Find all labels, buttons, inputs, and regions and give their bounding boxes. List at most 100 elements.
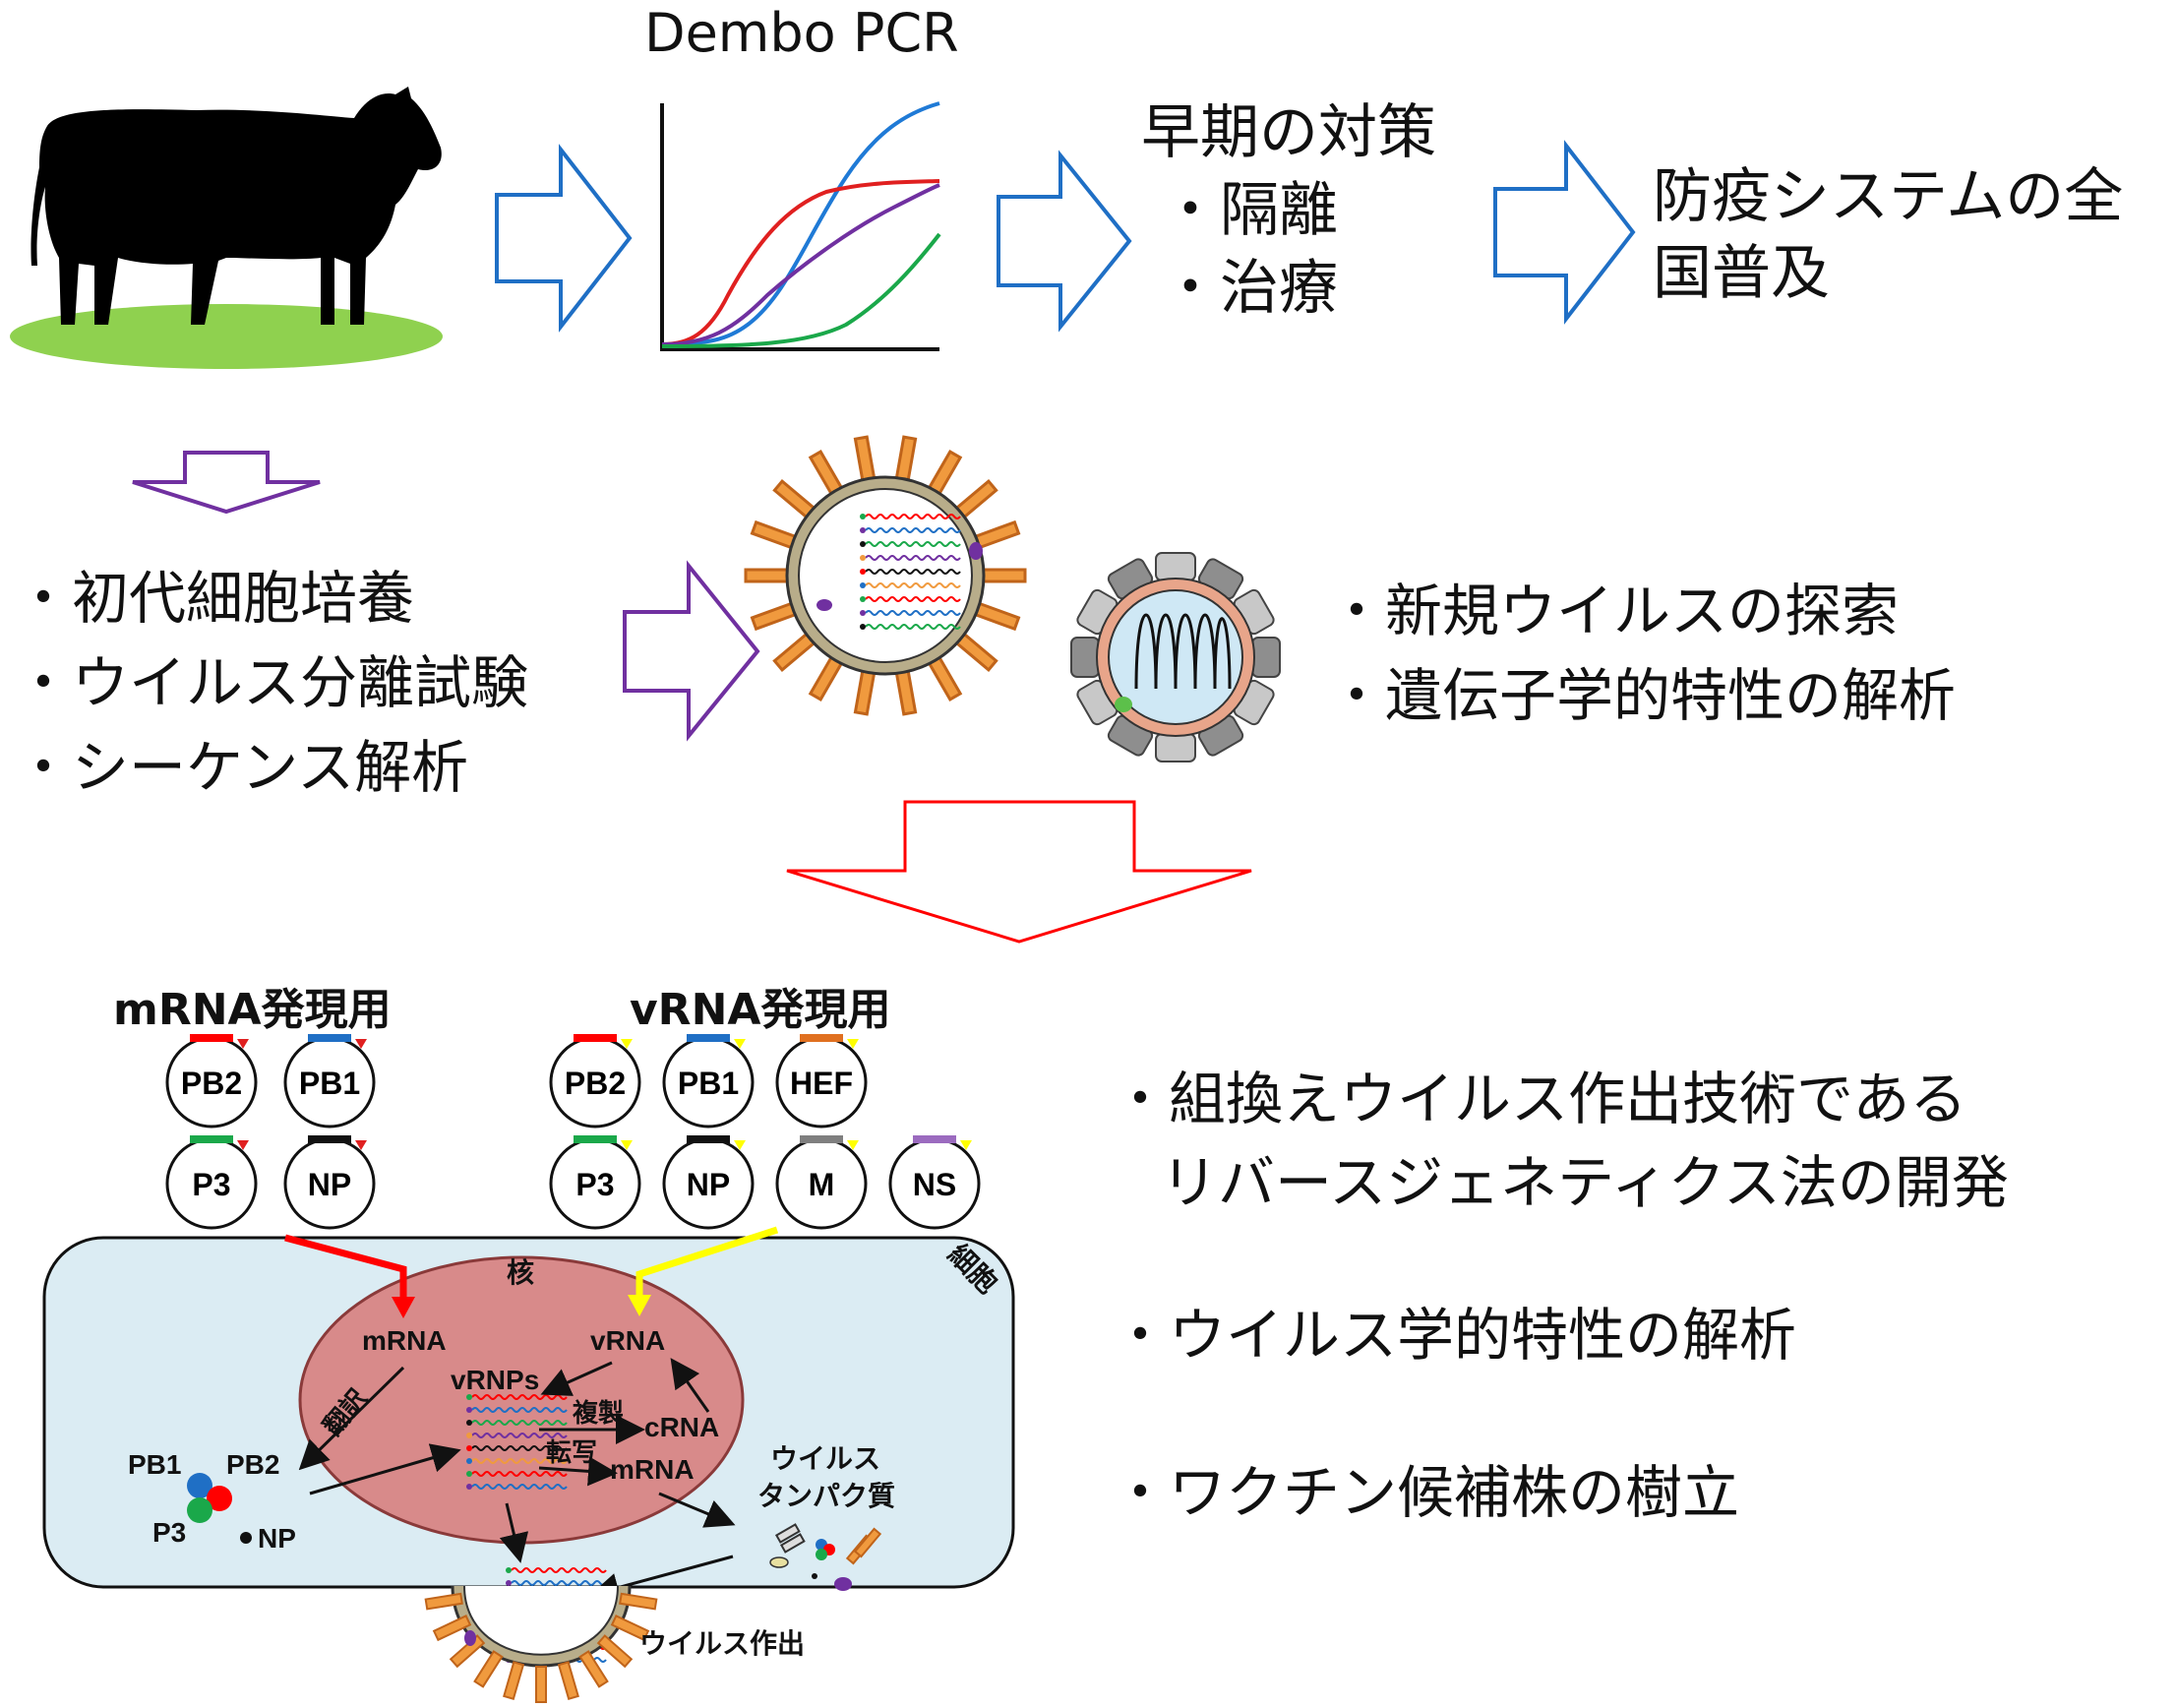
label-p3: P3: [152, 1517, 186, 1548]
bullet-new-virus: ・新規ウイルスの探索: [1328, 578, 1900, 644]
plasmid-pb1: PB1: [283, 1034, 376, 1128]
measures-title: 早期の対策: [1141, 98, 1436, 167]
capsomer: [1251, 637, 1281, 678]
measure-treatment: ・治療: [1161, 254, 1338, 323]
bud-spike: [596, 1634, 634, 1669]
virus-spike: [750, 600, 799, 632]
rnp-polymerase: [466, 1433, 472, 1438]
viral-protein-cluster: [769, 1523, 882, 1591]
rnp-polymerase: [860, 582, 866, 588]
svg-text:P3: P3: [575, 1167, 614, 1202]
purple-down-arrow: [132, 451, 321, 515]
bud-spike: [424, 1592, 463, 1611]
pcr-curve-green: [661, 232, 941, 348]
rnp-segment: [471, 1433, 568, 1438]
label-fukusei: 複製: [573, 1398, 624, 1428]
measure-isolation: ・隔離: [1161, 176, 1338, 245]
label-mrna-in: mRNA: [362, 1325, 447, 1356]
cow-silhouette: [30, 87, 442, 325]
rnp-polymerase: [860, 596, 866, 602]
budding-virus: [424, 1585, 658, 1703]
capsomer: [1155, 552, 1196, 581]
svg-text:PB1: PB1: [678, 1066, 739, 1101]
rnp-polymerase: [860, 555, 866, 561]
arrow-measures-to-nationwide: [1493, 140, 1636, 325]
label-pb2: PB2: [226, 1449, 279, 1480]
bud-spike: [503, 1661, 525, 1700]
label-virus-output: ウイルス作出: [639, 1628, 805, 1659]
svg-text:P3: P3: [192, 1167, 230, 1202]
rnp-segment: [471, 1407, 568, 1413]
rnp-segment: [865, 541, 961, 547]
svg-text:NP: NP: [687, 1167, 730, 1202]
pcr-title: Dembo PCR: [644, 2, 959, 64]
plasmid-hef: HEF: [775, 1034, 868, 1128]
capsomer: [1070, 637, 1100, 678]
rnp-polymerase: [466, 1445, 472, 1451]
rnp-polymerase: [860, 514, 866, 519]
rnp-segment: [471, 1484, 568, 1490]
bud-spike: [535, 1666, 547, 1703]
arrow-pcr-to-measures: [997, 150, 1132, 333]
rnp-polymerase: [860, 541, 866, 547]
cow-illustration: [10, 87, 443, 369]
plasmid-pb2: PB2: [549, 1034, 641, 1128]
virology-analysis: ・ウイルス学的特性の解析: [1112, 1302, 1797, 1369]
bud-spike: [578, 1650, 609, 1688]
rnp-segment: [471, 1458, 568, 1464]
rnp-segment: [471, 1471, 568, 1477]
rnp-polymerase: [860, 569, 866, 575]
rnp-polymerase: [466, 1471, 472, 1477]
plasmid-np: NP: [283, 1135, 376, 1230]
mrna-header: mRNA発現用: [113, 985, 392, 1035]
bullet-isolation-test: ・ウイルス分離試験: [15, 649, 529, 716]
svg-text:PB2: PB2: [565, 1066, 626, 1101]
enveloped-virus-illustration: [744, 435, 1027, 716]
pcr-curve-red: [661, 179, 940, 346]
rnp-polymerase: [466, 1484, 472, 1490]
yellow-plasmid-arrow: [635, 1226, 779, 1297]
rnp-polymerase: [506, 1580, 512, 1586]
rnp-segment: [471, 1394, 568, 1400]
nationwide-line1: 防疫システムの全: [1653, 162, 2124, 231]
rg-line1: ・組換えウイルス作出技術である: [1112, 1066, 1967, 1132]
plasmid-ns: NS: [888, 1135, 981, 1230]
vaccine-strain: ・ワクチン候補株の樹立: [1112, 1459, 1740, 1526]
rnp-segment: [865, 624, 961, 630]
rnp-segment: [865, 569, 961, 575]
nationwide-line2: 国普及: [1653, 239, 1830, 308]
bud-spike: [432, 1615, 472, 1642]
label-tensha: 転写: [546, 1437, 597, 1467]
label-vrna-in: vRNA: [590, 1325, 665, 1356]
bullet-genetic-traits: ・遺伝子学的特性の解析: [1328, 662, 1957, 729]
capsid-virus-illustration: [1070, 552, 1281, 762]
label-vrnps: vRNPs: [451, 1365, 539, 1395]
virus-spike: [980, 568, 1027, 583]
plasmid-np: NP: [662, 1135, 755, 1230]
rnp-polymerase: [860, 610, 866, 616]
vrna-header: vRNA発現用: [630, 985, 891, 1035]
rnp-polymerase: [860, 624, 866, 630]
label-crna: cRNA: [644, 1412, 719, 1442]
process-arrows: [298, 1358, 736, 1603]
rnp-segment: [511, 1567, 607, 1573]
pcr-curve-purple: [661, 183, 940, 346]
virus-spike: [972, 600, 1021, 632]
plasmid-pb1: PB1: [662, 1034, 755, 1128]
rnp-segment: [865, 596, 961, 602]
bud-spike: [449, 1634, 486, 1669]
pcr-curve-blue: [661, 101, 940, 346]
virus-spike: [853, 667, 877, 716]
blue-arrows: [495, 140, 1636, 333]
bullet-sequence: ・シーケンス解析: [15, 734, 469, 801]
virus-spike: [744, 568, 791, 583]
rnp-polymerase: [466, 1394, 472, 1400]
label-pb1: PB1: [128, 1449, 181, 1480]
rnp-polymerase: [466, 1420, 472, 1426]
svg-text:HEF: HEF: [790, 1066, 853, 1101]
rnp-segment: [865, 527, 961, 533]
label-np: NP: [258, 1523, 296, 1554]
